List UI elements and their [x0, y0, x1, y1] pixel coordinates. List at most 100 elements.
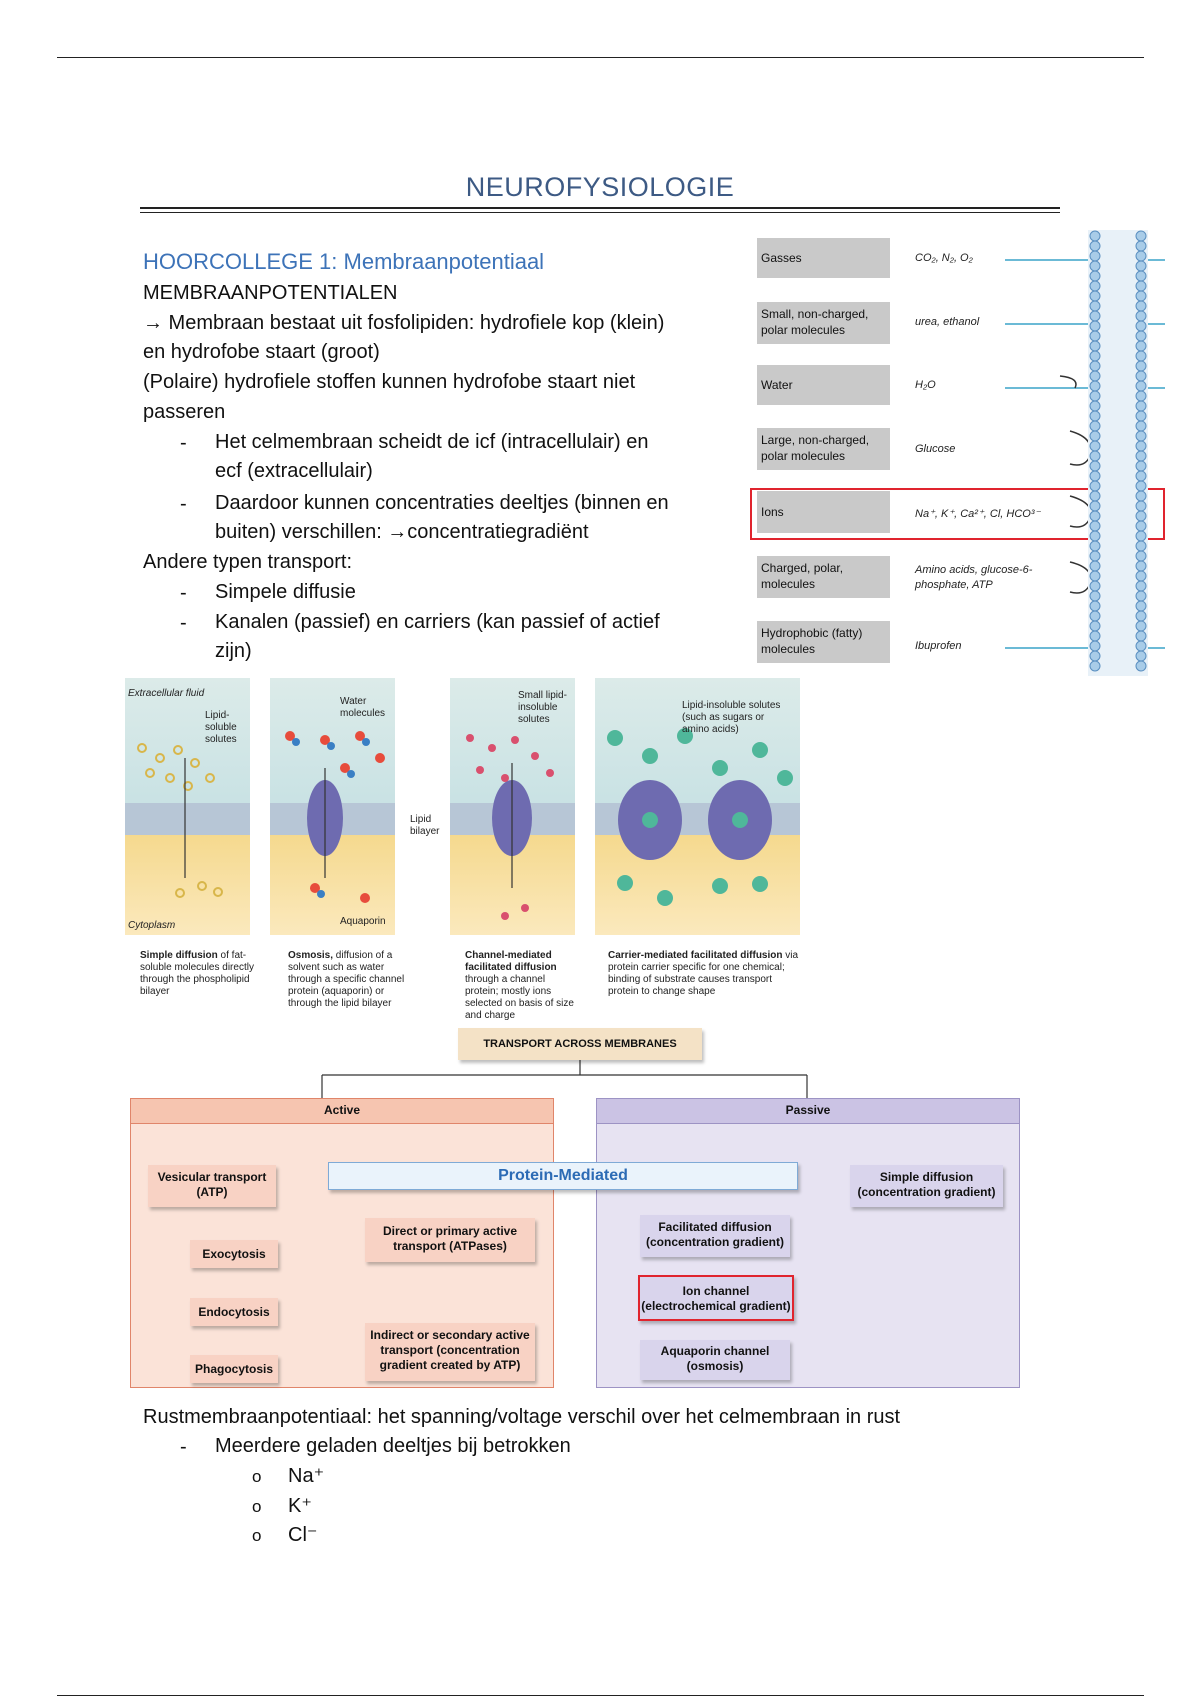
- label-lipid-soluble: Lipid-soluble solutes: [205, 710, 237, 745]
- paragraph-line: passeren: [143, 401, 226, 423]
- ion-item: Cl⁻: [288, 1524, 318, 1546]
- phospholipid-head: [1089, 490, 1101, 502]
- aquaporin-channel-box: Aquaporin channel (osmosis): [640, 1340, 790, 1380]
- page-title: NEUROFYSIOLOGIE: [465, 172, 735, 202]
- lecture-heading: HOORCOLLEGE 1: Membraanpotentiaal: [143, 249, 545, 274]
- ion-item: K⁺: [288, 1495, 312, 1517]
- panel-osmosis: [270, 678, 395, 935]
- phospholipid-head: [1089, 560, 1101, 572]
- phospholipid-head: [1089, 430, 1101, 442]
- rest-potential-line: Rustmembraanpotentiaal: het spanning/vol…: [143, 1406, 901, 1428]
- phospholipid-head: [1135, 270, 1147, 282]
- phospholipid-head: [1089, 580, 1101, 592]
- phospholipid-head: [1089, 440, 1101, 452]
- phospholipid-head: [1089, 480, 1101, 492]
- phospholipid-head: [1135, 560, 1147, 572]
- phospholipid-head: [1135, 400, 1147, 412]
- bullet-text: buiten) verschillen: →concentratiegradië…: [215, 521, 589, 543]
- phagocytosis-box: Phagocytosis: [190, 1355, 278, 1383]
- molecule-example: CO₂, N₂, O₂: [915, 252, 973, 264]
- molecule-example: Ibuprofen: [915, 640, 962, 652]
- flowchart-root: TRANSPORT ACROSS MEMBRANES: [458, 1028, 702, 1060]
- phospholipid-head: [1089, 330, 1101, 342]
- phospholipid-head: [1135, 350, 1147, 362]
- phospholipid-head: [1089, 660, 1101, 672]
- molecule-label: Charged, polar, molecules: [757, 556, 890, 598]
- phospholipid-head: [1135, 380, 1147, 392]
- phospholipid-head: [1089, 310, 1101, 322]
- phospholipid-head: [1089, 300, 1101, 312]
- phospholipid-head: [1089, 260, 1101, 272]
- phospholipid-head: [1089, 620, 1101, 632]
- bullet-dash: -: [180, 1436, 187, 1458]
- caption-osmosis: Osmosis, diffusion of a solvent such as …: [288, 950, 405, 1009]
- exocytosis-box: Exocytosis: [190, 1240, 278, 1268]
- phospholipid-head: [1089, 630, 1101, 642]
- phospholipid-head: [1089, 410, 1101, 422]
- bullet-dash: -: [180, 612, 187, 634]
- passive-header: Passive: [596, 1098, 1020, 1124]
- phospholipid-head: [1135, 500, 1147, 512]
- vesicular-transport-box: Vesicular transport (ATP): [148, 1165, 276, 1207]
- endocytosis-box: Endocytosis: [190, 1298, 278, 1326]
- label-cytoplasm: Cytoplasm: [128, 920, 176, 931]
- phospholipid-head: [1089, 650, 1101, 662]
- section-heading: MEMBRAANPOTENTIALEN: [143, 282, 398, 304]
- phospholipid-head: [1089, 520, 1101, 532]
- bullet-dash: -: [180, 493, 187, 515]
- phospholipid-head: [1135, 310, 1147, 322]
- phospholipid-head: [1089, 250, 1101, 262]
- phospholipid-head: [1135, 530, 1147, 542]
- label-lipid-bilayer: Lipid bilayer: [410, 814, 440, 837]
- phospholipid-head: [1089, 590, 1101, 602]
- phospholipid-head: [1089, 280, 1101, 292]
- phospholipid-head: [1135, 360, 1147, 372]
- phospholipid-head: [1135, 470, 1147, 482]
- phospholipid-head: [1135, 660, 1147, 672]
- circle-bullet: o: [252, 1497, 262, 1516]
- molecule-example: H₂O: [915, 379, 936, 391]
- ions-highlight-box: [750, 488, 1165, 540]
- phospholipid-head: [1135, 650, 1147, 662]
- molecule-example: urea, ethanol: [915, 316, 980, 328]
- bullet-text: Kanalen (passief) en carriers (kan passi…: [215, 611, 660, 633]
- phospholipid-head: [1089, 600, 1101, 612]
- phospholipid-head: [1135, 510, 1147, 522]
- bullet-text: zijn): [215, 640, 252, 662]
- phospholipid-head: [1135, 410, 1147, 422]
- transport-intro: Andere typen transport:: [143, 551, 353, 573]
- phospholipid-head: [1135, 600, 1147, 612]
- molecule-label: Hydrophobic (fatty) molecules: [757, 621, 890, 663]
- phospholipid-head: [1135, 260, 1147, 272]
- phospholipid-head: [1135, 330, 1147, 342]
- phospholipid-head: [1135, 390, 1147, 402]
- phospholipid-head: [1089, 610, 1101, 622]
- molecule-label: Large, non-charged, polar molecules: [757, 428, 890, 470]
- phospholipid-head: [1135, 550, 1147, 562]
- phospholipid-head: [1089, 270, 1101, 282]
- phospholipid-head: [1135, 520, 1147, 532]
- phospholipid-head: [1089, 460, 1101, 472]
- active-header: Active: [130, 1098, 554, 1124]
- phospholipid-head: [1135, 610, 1147, 622]
- phospholipid-head: [1135, 280, 1147, 292]
- ion-item: Na⁺: [288, 1465, 325, 1487]
- phospholipid-head: [1135, 290, 1147, 302]
- phospholipid-head: [1135, 300, 1147, 312]
- top-rule: [57, 57, 1144, 58]
- label-aquaporin: Aquaporin: [340, 916, 386, 927]
- phospholipid-head: [1089, 540, 1101, 552]
- secondary-active-box: Indirect or secondary active transport (…: [365, 1323, 535, 1381]
- phospholipid-head: [1089, 510, 1101, 522]
- phospholipid-head: [1135, 340, 1147, 352]
- label-extracellular: Extracellular fluid: [128, 688, 205, 699]
- molecule-label: Water: [757, 365, 890, 405]
- protein-mediated-header: Protein-Mediated: [328, 1162, 798, 1190]
- phospholipid-head: [1135, 440, 1147, 452]
- phospholipid-head: [1089, 400, 1101, 412]
- phospholipid-head: [1089, 530, 1101, 542]
- phospholipid-head: [1089, 290, 1101, 302]
- circle-bullet: o: [252, 1467, 262, 1486]
- molecule-example: Glucose: [915, 443, 956, 455]
- bullet-text: ecf (extracellulair): [215, 460, 373, 482]
